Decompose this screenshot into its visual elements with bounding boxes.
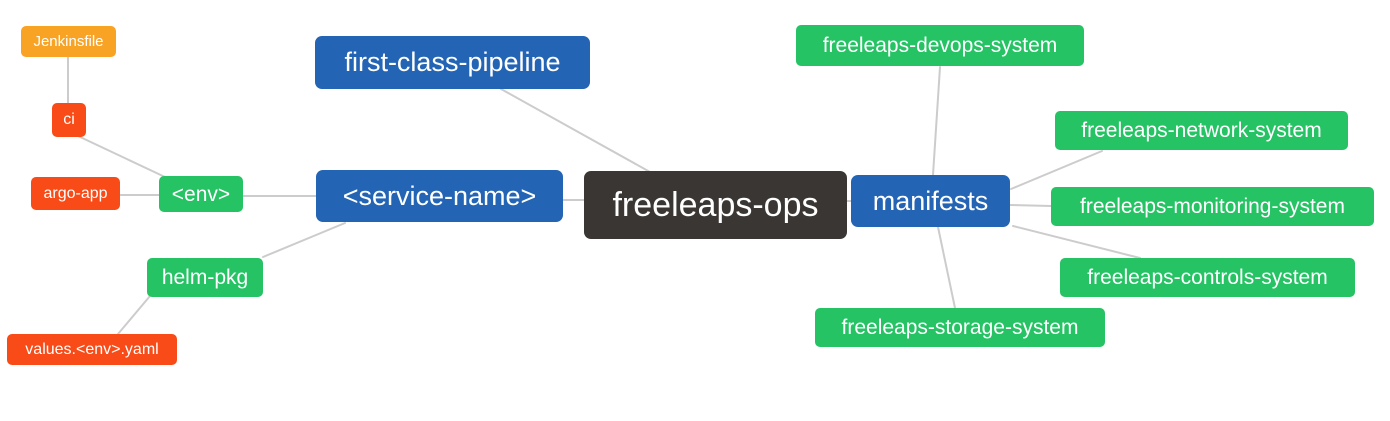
edge-first-class-pipeline-to-freeleaps-ops — [500, 88, 651, 173]
edge-manifests-to-freeleaps-devops-system — [932, 66, 941, 176]
node-manifests[interactable]: manifests — [851, 175, 1010, 227]
edge-manifests-to-freeleaps-storage-system — [937, 226, 956, 309]
node-freeleaps-monitoring-system[interactable]: freeleaps-monitoring-system — [1051, 187, 1374, 226]
node-first-class-pipeline[interactable]: first-class-pipeline — [315, 36, 590, 89]
node-ci[interactable]: ci — [52, 103, 86, 137]
node-argo-app[interactable]: argo-app — [31, 177, 120, 210]
node-freeleaps-controls-system[interactable]: freeleaps-controls-system — [1060, 258, 1355, 297]
node-values-env-yaml[interactable]: values.<env>.yaml — [7, 334, 177, 365]
node-freeleaps-network-system[interactable]: freeleaps-network-system — [1055, 111, 1348, 150]
node-freeleaps-devops-system[interactable]: freeleaps-devops-system — [796, 25, 1084, 66]
edge-helm-pkg-to-values-env-yaml — [117, 295, 151, 335]
edge-manifests-to-freeleaps-controls-system — [1012, 225, 1141, 259]
node-freeleaps-ops[interactable]: freeleaps-ops — [584, 171, 847, 239]
node-freeleaps-storage-system[interactable]: freeleaps-storage-system — [815, 308, 1105, 347]
edge-ci-to-env — [77, 135, 166, 178]
edge-service-name-to-helm-pkg — [262, 222, 346, 258]
node-helm-pkg[interactable]: helm-pkg — [147, 258, 263, 297]
node-env[interactable]: <env> — [159, 176, 243, 212]
node-service-name[interactable]: <service-name> — [316, 170, 563, 222]
node-jenkinsfile[interactable]: Jenkinsfile — [21, 26, 116, 57]
edge-manifests-to-freeleaps-network-system — [1010, 150, 1103, 190]
edge-manifests-to-freeleaps-monitoring-system — [1009, 204, 1052, 207]
